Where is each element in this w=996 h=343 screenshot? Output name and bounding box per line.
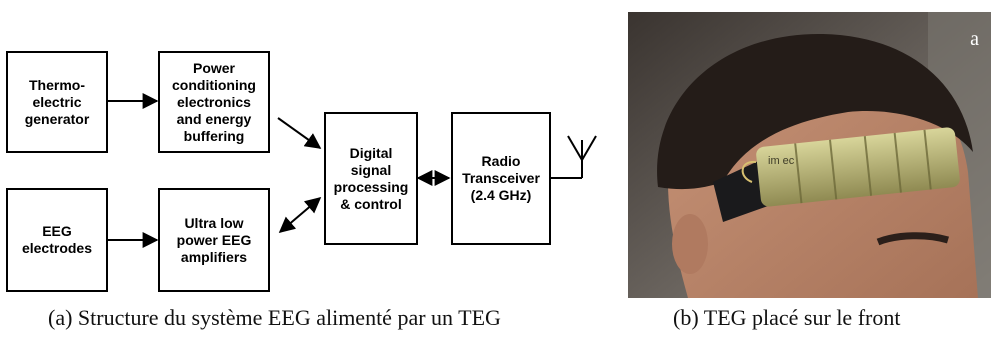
photo-illustration: im ec — [628, 12, 991, 298]
arrow-amplifiers-dsp — [278, 196, 322, 234]
block-thermoelectric-generator: Thermo- electric generator — [6, 51, 108, 153]
teg-headband-photo: im ec a — [628, 12, 991, 298]
block-dsp-label: Digital signal processing & control — [333, 144, 409, 212]
headband-logo-text: im ec — [768, 155, 795, 167]
teg-modules — [756, 127, 960, 207]
block-radio-transceiver: Radio Transceiver (2.4 GHz) — [451, 112, 551, 245]
block-eeg-amplifiers: Ultra low power EEG amplifiers — [158, 188, 270, 292]
photo-label: a — [970, 28, 979, 50]
block-radio-label: Radio Transceiver (2.4 GHz) — [462, 153, 540, 203]
caption-b: (b) TEG placé sur le front — [673, 305, 901, 330]
block-eeg-electrodes: EEG electrodes — [6, 188, 108, 292]
block-power-label: Power conditioning electronics and energ… — [172, 59, 256, 144]
block-teg-label: Thermo- electric generator — [24, 76, 90, 127]
antenna-icon — [551, 135, 597, 179]
block-amplifiers-label: Ultra low power EEG amplifiers — [176, 214, 252, 265]
block-digital-signal-processing: Digital signal processing & control — [324, 112, 418, 245]
caption-a: (a) Structure du système EEG alimenté pa… — [48, 305, 501, 330]
block-power-conditioning: Power conditioning electronics and energ… — [158, 51, 270, 153]
block-electrodes-label: EEG electrodes — [21, 223, 93, 256]
arrow-power-to-dsp — [277, 117, 322, 149]
